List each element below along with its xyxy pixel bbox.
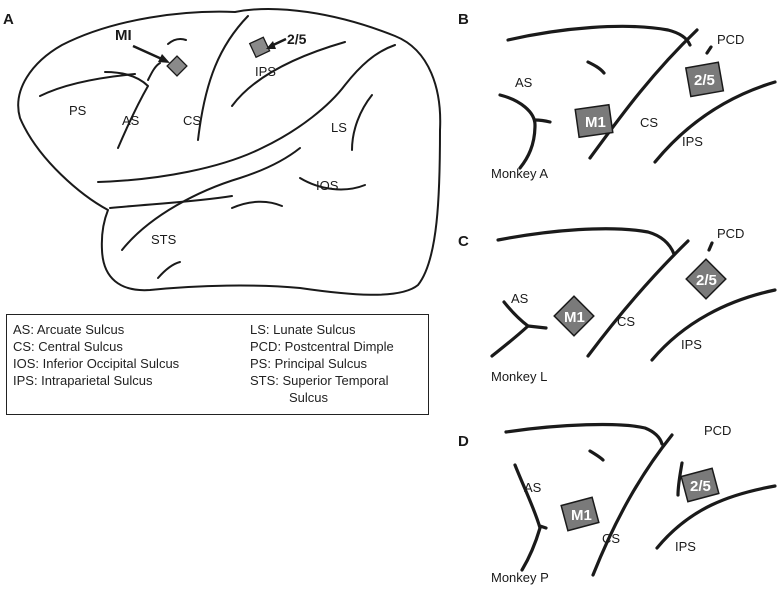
- panel-d-detail: [504, 422, 777, 577]
- c-label-ips: IPS: [681, 337, 702, 352]
- brain-label-ls: LS: [331, 120, 347, 135]
- d-label-pcd: PCD: [704, 423, 731, 438]
- c-monkey-label: Monkey L: [491, 369, 547, 384]
- c-top-sulcus: [496, 227, 676, 256]
- legend-sts-continuation: Sulcus: [289, 390, 329, 405]
- legend-ps: PS: Principal Sulcus: [250, 356, 368, 371]
- c-as-spur: [526, 324, 548, 330]
- brain-as-sulcus: [104, 71, 149, 149]
- legend-cs: CS: Central Sulcus: [13, 339, 123, 354]
- mi-callout-arrow: [132, 44, 165, 62]
- b-label-cs: CS: [640, 115, 658, 130]
- temporal-upper-border: [109, 195, 233, 209]
- brain-outline: [17, 8, 442, 296]
- brain-label-sts: STS: [151, 232, 177, 247]
- c-m1-label: M1: [564, 309, 585, 326]
- panel-b-letter: B: [458, 11, 469, 28]
- b-label-pcd: PCD: [717, 32, 744, 47]
- legend-as: AS: Arcuate Sulcus: [13, 322, 125, 337]
- brain-mi-marker: [166, 55, 188, 77]
- sylvian-border: [97, 44, 396, 183]
- brain-temporal-sulcus: [231, 200, 283, 209]
- b-25-marker: [684, 61, 725, 98]
- b-label-as: AS: [515, 75, 533, 90]
- d-monkey-label: Monkey P: [491, 570, 549, 585]
- c-label-as: AS: [511, 291, 529, 306]
- brain-small-sulcus: [167, 38, 187, 45]
- c-ips-sulcus: [650, 288, 777, 362]
- c-label-cs: CS: [617, 314, 635, 329]
- brain-ps-sulcus: [39, 73, 136, 97]
- callout-25-label: 2/5: [287, 31, 307, 47]
- legend-sts: STS: Superior Temporal: [250, 373, 389, 388]
- c-25-label: 2/5: [696, 272, 717, 289]
- brain-label-cs: CS: [183, 113, 201, 128]
- d-label-cs: CS: [602, 531, 620, 546]
- panel-a-letter: A: [3, 11, 14, 28]
- abbreviation-legend: AS: Arcuate Sulcus CS: Central Sulcus IO…: [6, 314, 429, 415]
- c-cs-sulcus: [586, 239, 690, 358]
- d-m1-marker: [560, 496, 600, 532]
- b-m1-marker: [574, 103, 614, 139]
- b-m1-label: M1: [585, 114, 606, 131]
- b-cs-sulcus: [588, 28, 699, 160]
- b-as-sulcus: [498, 93, 537, 170]
- b-top-sulcus: [506, 24, 692, 47]
- brain-ios-sulcus: [299, 177, 366, 191]
- brain-cs-sulcus: [197, 15, 249, 141]
- d-label-as: AS: [524, 480, 542, 495]
- legend-pcd: PCD: Postcentral Dimple: [250, 339, 394, 354]
- panel-b-detail: [498, 24, 777, 170]
- brain-label-ios: IOS: [316, 178, 339, 193]
- c-25-marker: [685, 258, 727, 300]
- b-ips-sulcus: [653, 80, 777, 164]
- d-top-sulcus: [504, 422, 664, 446]
- b-dash: [586, 60, 606, 75]
- d-ips-sulcus: [655, 484, 777, 550]
- mi-arrowhead: [158, 54, 170, 63]
- d-as-spur: [538, 524, 548, 530]
- d-cs-sulcus: [591, 433, 674, 577]
- d-25-label: 2/5: [690, 478, 711, 495]
- legend-ios: IOS: Inferior Occipital Sulcus: [13, 356, 180, 371]
- d-pcd-dimple: [676, 461, 684, 497]
- d-dash: [588, 449, 605, 462]
- brain-label-ps: PS: [69, 103, 87, 118]
- panel-c-letter: C: [458, 233, 469, 250]
- panel-d-letter: D: [458, 433, 469, 450]
- b-pcd-dimple: [705, 45, 713, 55]
- b-as-spur: [533, 118, 552, 124]
- c-m1-marker: [553, 295, 595, 337]
- brain-ips-sulcus: [231, 41, 346, 107]
- c-pcd-dimple: [707, 241, 714, 252]
- b-label-ips: IPS: [682, 134, 703, 149]
- brain-25-marker: [248, 36, 271, 59]
- b-monkey-label: Monkey A: [491, 166, 548, 181]
- b-25-label: 2/5: [694, 72, 715, 89]
- brain-inferior-sulcus: [157, 261, 181, 279]
- callout-mi-label: MI: [115, 27, 132, 44]
- d-25-marker: [680, 467, 720, 503]
- d-as-sulcus: [513, 463, 542, 572]
- brain-sts-sulcus: [121, 147, 301, 251]
- d-m1-label: M1: [571, 507, 592, 524]
- legend-ips: IPS: Intraparietal Sulcus: [13, 373, 153, 388]
- brain-ls-sulcus: [351, 94, 373, 151]
- c-as-sulcus: [490, 300, 530, 358]
- d-label-ips: IPS: [675, 539, 696, 554]
- callout-25-arrowhead: [266, 41, 276, 49]
- c-label-pcd: PCD: [717, 226, 744, 241]
- brain-label-as: AS: [122, 113, 140, 128]
- brain-as-spur: [147, 62, 161, 81]
- brain-label-ips: IPS: [255, 64, 276, 79]
- legend-ls: LS: Lunate Sulcus: [250, 322, 356, 337]
- panel-c-detail: [490, 227, 777, 362]
- panel-a-brain: [17, 8, 442, 296]
